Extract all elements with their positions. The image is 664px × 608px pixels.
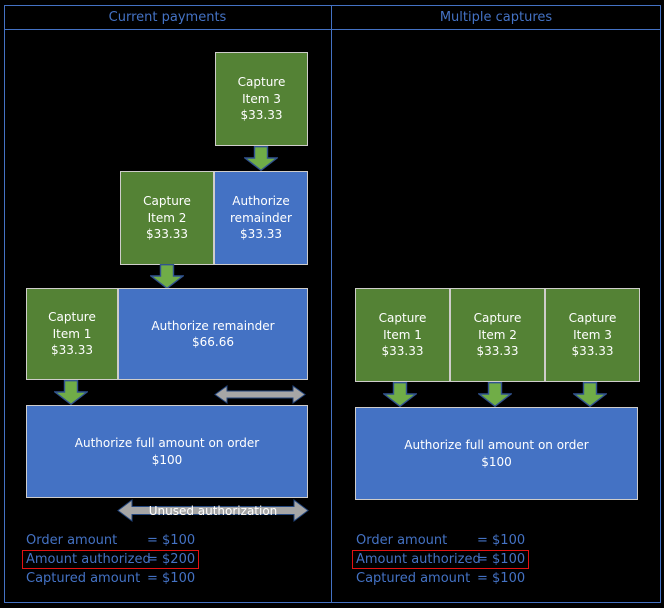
box-line: Item 2 bbox=[147, 210, 187, 225]
down-arrow-icon bbox=[54, 380, 88, 405]
left-authorize-remainder-small-box: Authorize remainder $33.33 bbox=[214, 171, 308, 265]
right-authorize-full-box: Authorize full amount on order $100 bbox=[355, 407, 638, 500]
right-capture-item2-box: Capture Item 2 $33.33 bbox=[450, 288, 545, 382]
left-summary: Order amount = $100 Amount authorized = … bbox=[22, 531, 200, 588]
summary-row: Captured amount = $100 bbox=[22, 569, 199, 588]
unused-authorization-label: Unused authorization bbox=[148, 503, 278, 518]
summary-row-highlighted: Amount authorized = $100 bbox=[352, 550, 530, 569]
box-line: $33.33 bbox=[146, 227, 188, 242]
box-line: Capture bbox=[237, 75, 286, 90]
box-line: $33.33 bbox=[240, 108, 283, 123]
box-line: Authorize full amount on order bbox=[74, 436, 260, 450]
summary-value: = $100 bbox=[477, 533, 526, 548]
box-line: $33.33 bbox=[51, 343, 93, 358]
box-line: Capture bbox=[378, 311, 427, 326]
down-arrow-icon bbox=[478, 382, 512, 407]
double-horizontal-arrow-icon bbox=[214, 385, 306, 404]
box-line: $33.33 bbox=[571, 344, 614, 359]
summary-value: = $100 bbox=[147, 533, 196, 548]
box-line: $33.33 bbox=[381, 344, 424, 359]
left-authorize-remainder-large-box: Authorize remainder $66.66 bbox=[118, 288, 308, 380]
box-line: Capture bbox=[48, 310, 96, 325]
box-line: $33.33 bbox=[240, 227, 282, 242]
down-arrow-icon bbox=[383, 382, 417, 407]
right-capture-item1-box: Capture Item 1 $33.33 bbox=[355, 288, 450, 382]
right-panel-title: Multiple captures bbox=[439, 10, 553, 25]
summary-row-highlighted: Amount authorized = $200 bbox=[22, 550, 200, 569]
unused-authorization-arrow: Unused authorization bbox=[117, 499, 309, 522]
left-capture-item1-box: Capture Item 1 $33.33 bbox=[26, 288, 118, 380]
column-divider-line bbox=[331, 5, 332, 603]
box-line: $66.66 bbox=[192, 335, 234, 349]
diagram-outer-border bbox=[4, 5, 661, 603]
down-arrow-icon bbox=[244, 146, 278, 171]
box-line: Authorize bbox=[232, 194, 290, 209]
double-horizontal-arrow-icon bbox=[117, 499, 309, 522]
box-line: remainder bbox=[230, 210, 292, 225]
summary-row: Order amount = $100 bbox=[22, 531, 199, 550]
box-line: Item 3 bbox=[242, 91, 281, 106]
right-summary: Order amount = $100 Amount authorized = … bbox=[352, 531, 530, 588]
summary-label: Captured amount bbox=[356, 571, 471, 586]
summary-label: Order amount bbox=[356, 533, 448, 548]
box-line: Capture bbox=[143, 194, 191, 209]
summary-value: = $100 bbox=[147, 571, 196, 586]
summary-row: Order amount = $100 bbox=[352, 531, 529, 550]
header-separator-line bbox=[4, 29, 661, 30]
box-line: Authorize full amount on order bbox=[404, 438, 589, 452]
summary-label: Order amount bbox=[26, 533, 118, 548]
summary-row: Captured amount = $100 bbox=[352, 569, 529, 588]
down-arrow-icon bbox=[150, 264, 184, 289]
right-capture-item3-box: Capture Item 3 $33.33 bbox=[545, 288, 640, 382]
left-panel-title: Current payments bbox=[108, 10, 227, 25]
box-line: Capture bbox=[568, 311, 617, 326]
summary-value: = $100 bbox=[477, 571, 526, 586]
left-authorize-full-box: Authorize full amount on order $100 bbox=[26, 405, 308, 498]
left-capture-item2-box: Capture Item 2 $33.33 bbox=[120, 171, 214, 265]
down-arrow-icon bbox=[573, 382, 607, 407]
box-line: Item 1 bbox=[52, 326, 92, 341]
box-line: $100 bbox=[151, 452, 183, 467]
summary-value: = $100 bbox=[477, 552, 526, 567]
summary-label: Amount authorized bbox=[356, 552, 481, 567]
box-line: Item 3 bbox=[573, 327, 612, 342]
box-line: Item 2 bbox=[478, 327, 517, 342]
left-capture-item3-box: Capture Item 3 $33.33 bbox=[215, 52, 308, 146]
summary-value: = $200 bbox=[147, 552, 196, 567]
summary-label: Captured amount bbox=[26, 571, 141, 586]
box-line: Capture bbox=[473, 311, 522, 326]
box-line: Item 1 bbox=[383, 327, 422, 342]
box-line: $33.33 bbox=[476, 344, 519, 359]
summary-label: Amount authorized bbox=[26, 552, 151, 567]
box-line: Authorize remainder bbox=[151, 318, 275, 333]
box-line: $100 bbox=[481, 454, 512, 469]
